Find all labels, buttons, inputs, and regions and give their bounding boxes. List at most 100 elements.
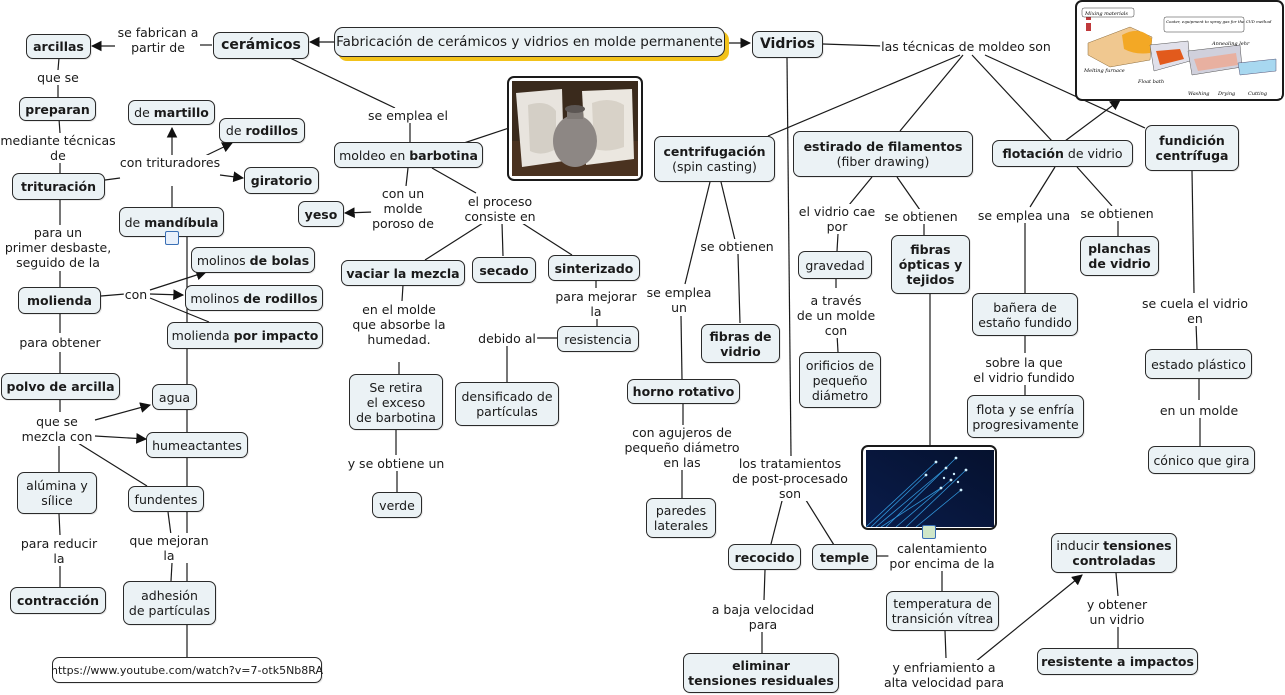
node-text: alúmina y	[26, 478, 88, 493]
node-resistente-impactos[interactable]: resistente a impactos	[1037, 648, 1198, 675]
node-estirado-filamentos[interactable]: estirado de filamentos(fiber drawing)	[793, 131, 973, 177]
node-moldeo-barbotina[interactable]: moldeo en barbotina	[334, 142, 483, 168]
mold-image-frame[interactable]	[507, 76, 643, 181]
diagram-label: Drying	[1217, 91, 1235, 97]
node-agua[interactable]: agua	[152, 384, 197, 410]
node-gravedad[interactable]: gravedad	[798, 251, 872, 279]
node-arcillas[interactable]: arcillas	[26, 34, 91, 59]
link-label: a baja velocidad para	[710, 602, 816, 632]
main-title-text: Fabricación de cerámicos y vidrios en mo…	[336, 33, 723, 50]
optical-fiber-photo	[865, 450, 994, 528]
node-centrifugacion[interactable]: centrifugación(spin casting)	[654, 136, 775, 182]
link-label: a través de un molde con	[795, 293, 877, 338]
node-resistencia[interactable]: resistencia	[557, 326, 639, 352]
float-glass-process-diagram: Mixing materials Coater, equipment to sp…	[1080, 5, 1281, 98]
node-text: molienda	[171, 328, 234, 343]
node-molinos-de-bolas[interactable]: molinos de bolas	[191, 247, 315, 273]
link-label: se fabrican a partir de	[116, 25, 200, 55]
node-text: molinos	[190, 290, 244, 306]
node-ceramicos[interactable]: cerámicos	[213, 32, 309, 59]
node-text: inducir	[1056, 538, 1104, 553]
node-text: de partículas	[128, 603, 211, 618]
link-label: mediante técnicas de	[0, 133, 117, 163]
link-label: y obtener un vidrio	[1085, 597, 1149, 627]
link-label: el vidrio cae por	[797, 204, 877, 234]
node-text-bold: flotación	[1002, 146, 1064, 161]
node-text: paredes	[655, 503, 707, 518]
node-temple[interactable]: temple	[812, 544, 877, 570]
node-de-martillo[interactable]: de martillo	[128, 100, 215, 125]
node-text: partículas	[476, 404, 538, 419]
float-process-diagram-frame[interactable]: Mixing materials Coater, equipment to sp…	[1075, 0, 1284, 101]
node-recocido[interactable]: recocido	[728, 544, 801, 570]
node-flotacion[interactable]: flotación de vidrio	[992, 140, 1133, 167]
node-text: diámetro	[811, 387, 869, 403]
node-molienda-por-impacto[interactable]: molienda por impacto	[167, 322, 323, 349]
node-text: gravedad	[805, 257, 865, 273]
node-text: (fiber drawing)	[836, 154, 930, 169]
node-text: agua	[158, 389, 191, 405]
node-molienda[interactable]: molienda	[18, 287, 101, 314]
link-label: se emplea el	[367, 108, 449, 123]
node-text: ópticas y	[898, 257, 963, 272]
node-text: de	[124, 214, 145, 230]
node-fundentes[interactable]: fundentes	[128, 486, 204, 512]
node-text: horno rotativo	[632, 384, 735, 399]
node-text-bold: controladas	[1072, 553, 1156, 568]
node-vaciar-la-mezcla[interactable]: vaciar la mezcla	[341, 260, 465, 286]
node-text: preparan	[25, 101, 90, 117]
node-text: densificado de	[461, 389, 553, 404]
link-label: se obtienen	[1079, 206, 1155, 221]
node-sinterizado[interactable]: sinterizado	[548, 255, 640, 281]
node-text: progresivamente	[972, 416, 1079, 432]
node-yeso[interactable]: yeso	[298, 201, 344, 227]
node-text: resistencia	[564, 331, 632, 347]
node-text: humeactantes	[152, 437, 242, 453]
node-text-bold: estirado de filamentos	[803, 139, 963, 154]
attached-document-icon[interactable]	[165, 231, 179, 245]
node-horno-rotativo[interactable]: horno rotativo	[627, 379, 740, 404]
node-conico-que-gira[interactable]: cónico que gira	[1148, 446, 1255, 474]
node-humeactantes[interactable]: humeactantes	[146, 432, 248, 458]
main-title-node[interactable]: Fabricación de cerámicos y vidrios en mo…	[334, 27, 725, 57]
youtube-link[interactable]: https://www.youtube.com/watch?v=7-otk5Nb…	[51, 657, 323, 683]
node-estado-plastico[interactable]: estado plástico	[1145, 349, 1252, 379]
node-text-bold: de rodillos	[243, 290, 318, 306]
node-text: trituración	[20, 179, 97, 194]
node-text: de vidrio	[1063, 146, 1123, 161]
node-text: estaño fundido	[978, 314, 1072, 330]
fiber-image-frame[interactable]	[861, 445, 997, 530]
node-vidrios[interactable]: Vidrios	[752, 31, 823, 58]
node-trituracion[interactable]: trituración	[12, 173, 105, 200]
node-preparan[interactable]: preparan	[19, 97, 96, 121]
link-label: para obtener	[18, 335, 102, 350]
node-polvo-de-arcilla[interactable]: polvo de arcilla	[1, 373, 120, 400]
attached-image-icon[interactable]	[922, 525, 936, 539]
node-verde[interactable]: verde	[372, 492, 422, 518]
node-text: de	[134, 105, 154, 120]
node-text-bold: por impacto	[233, 328, 319, 343]
node-text: eliminar	[732, 658, 790, 673]
node-molinos-de-rodillos[interactable]: molinos de rodillos	[185, 285, 323, 311]
node-secado[interactable]: secado	[472, 257, 536, 283]
node-giratorio[interactable]: giratorio	[244, 167, 319, 194]
link-label: se emplea un	[645, 285, 713, 315]
node-de-rodillos[interactable]: de rodillos	[219, 118, 305, 143]
node-text-bold: rodillos	[245, 123, 299, 138]
node-contraccion[interactable]: contracción	[10, 587, 106, 614]
